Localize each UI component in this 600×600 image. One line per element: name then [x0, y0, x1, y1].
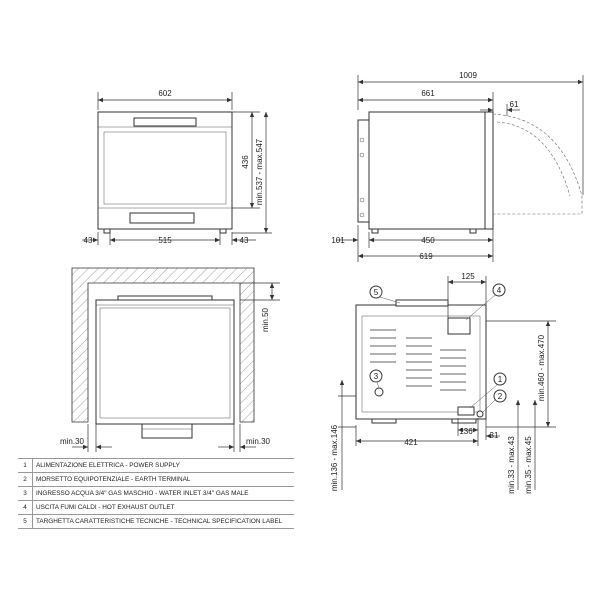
dim-421-label: 421 [404, 438, 418, 447]
legend-number: 5 [18, 514, 33, 529]
legend-row: 1 ALIMENTAZIONE ELETTRICA - POWER SUPPLY [18, 458, 294, 473]
dim-min50-label: min.50 [261, 307, 270, 332]
svg-text:1: 1 [498, 375, 503, 384]
svg-text:5: 5 [374, 288, 379, 297]
legend-text: TARGHETTA CARATTERISTICHE TECNICHE - TEC… [32, 514, 294, 529]
legend-number: 4 [18, 500, 33, 515]
side-oven-body [368, 111, 486, 230]
legend-text: USCITA FUMI CALDI - HOT EXHAUST OUTLET [32, 500, 294, 515]
legend-row: 2 MORSETTO EQUIPOTENZIALE - EARTH TERMIN… [18, 472, 294, 487]
niche-view: min.50 min.30 min.30 [60, 267, 280, 452]
legend-number: 1 [18, 458, 33, 473]
dim-515-label: 515 [158, 236, 172, 245]
dim-1009-label: 1009 [459, 71, 477, 80]
legend-table: 1 ALIMENTAZIONE ELETTRICA - POWER SUPPLY… [18, 458, 294, 529]
dim-43-left-label: 43 [84, 236, 93, 245]
rear-view: 5 4 3 1 2 125 min.4 [330, 272, 556, 494]
niche-base-tray [141, 423, 193, 439]
dim-min35-label: min.35 - max.45 [524, 436, 533, 494]
front-handle [133, 117, 197, 127]
legend-row: 4 USCITA FUMI CALDI - HOT EXHAUST OUTLET [18, 500, 294, 515]
svg-text:4: 4 [497, 286, 502, 295]
callout-2: 2 [482, 389, 507, 413]
callout-4: 4 [465, 283, 506, 321]
front-control-panel [129, 212, 195, 224]
legend-text: ALIMENTAZIONE ELETTRICA - POWER SUPPLY [32, 458, 294, 473]
dim-450-label: 450 [421, 236, 435, 245]
rear-water-inlet [374, 387, 384, 397]
dim-height-range-label: min.537 - max.547 [255, 138, 264, 205]
front-view: 602 436 min.537 - max.547 43 515 43 [82, 89, 272, 245]
dim-602-label: 602 [158, 89, 172, 98]
rear-earth-terminal [476, 410, 484, 418]
dim-101-label: 101 [331, 236, 345, 245]
dim-min30-left-label: min.30 [60, 437, 85, 446]
front-door-window [103, 131, 227, 205]
niche-oven-body [95, 299, 235, 425]
dim-136-label: 136 [459, 427, 473, 436]
legend-text: INGRESSO ACQUA 3/4" GAS MASCHIO - WATER … [32, 486, 294, 501]
callout-3: 3 [369, 369, 383, 389]
legend-row: 5 TARGHETTA CARATTERISTICHE TECNICHE - T… [18, 514, 294, 529]
svg-text:3: 3 [374, 372, 379, 381]
dim-rear-left-height-label: min.136 - max.146 [330, 424, 339, 491]
dim-61-label: 61 [510, 100, 519, 109]
rear-power-supply [457, 406, 475, 416]
rear-spec-label-plate [395, 299, 449, 307]
dim-rear-height-label: min.460 - max.470 [537, 334, 546, 401]
dim-31-label: 31 [490, 431, 499, 440]
dim-661-label: 661 [421, 89, 435, 98]
rear-exhaust-outlet [447, 317, 471, 335]
dim-min33-label: min.33 - max.43 [507, 436, 516, 494]
legend-number: 3 [18, 486, 33, 501]
legend-number: 2 [18, 472, 33, 487]
svg-text:2: 2 [498, 392, 503, 401]
dim-125-label: 125 [461, 272, 475, 281]
side-view: 1009 661 61 101 450 619 [331, 71, 584, 262]
dim-43-right-label: 43 [240, 236, 249, 245]
callout-1: 1 [469, 372, 507, 409]
rear-vent-grille [370, 329, 466, 391]
legend-text: MORSETTO EQUIPOTENZIALE - EARTH TERMINAL [32, 472, 294, 487]
front-oven-body [97, 111, 233, 230]
legend-row: 3 INGRESSO ACQUA 3/4" GAS MASCHIO - WATE… [18, 486, 294, 501]
dim-min30-right-label: min.30 [246, 437, 271, 446]
callout-5: 5 [369, 285, 401, 304]
dim-619-label: 619 [419, 252, 433, 261]
dim-436-label: 436 [241, 155, 250, 169]
door-swing-arc [492, 113, 583, 215]
